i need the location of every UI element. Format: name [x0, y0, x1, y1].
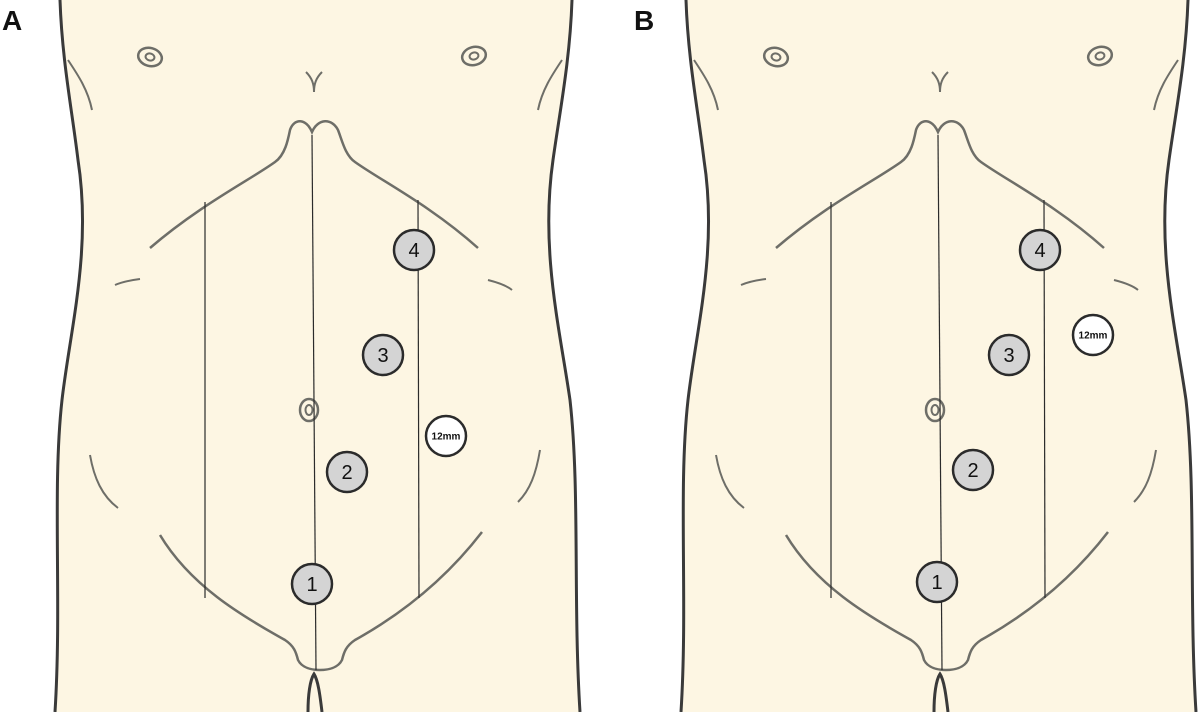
port-3-b: 3	[987, 333, 1031, 377]
iliac-right-b	[1133, 449, 1157, 503]
rib-left-b	[740, 278, 767, 286]
panel-a: A 4 3 2 1 12mm	[2, 0, 582, 712]
costal-margin-a	[149, 120, 479, 249]
port-3-a: 3	[361, 333, 405, 377]
iliac-left-b	[715, 454, 745, 509]
navel-b	[924, 397, 946, 423]
port-1-label-b: 1	[931, 572, 942, 594]
port-2-b: 2	[951, 448, 995, 492]
nipple-right-b	[1086, 45, 1114, 67]
iliac-right-a	[517, 449, 541, 503]
inguinal-left-a	[158, 531, 483, 672]
iliac-left-a	[89, 454, 119, 509]
panel-label-b: B	[634, 5, 654, 36]
leg-gap-b	[932, 671, 950, 712]
inguinal-b	[784, 531, 1109, 672]
panel-label-a: A	[2, 5, 22, 36]
port-12mm-b: 12mm	[1071, 313, 1115, 357]
armpit-left-a	[67, 59, 93, 111]
torso-a	[55, 0, 580, 712]
port-4-label-a: 4	[408, 240, 419, 262]
armpit-left-b	[693, 59, 719, 111]
navel-a	[298, 397, 320, 423]
port-2-a: 2	[325, 450, 369, 494]
armpit-right-b	[1153, 59, 1179, 111]
sternal-mark-a	[305, 71, 323, 93]
port-4-label-b: 4	[1034, 240, 1045, 262]
port-4-b: 4	[1018, 228, 1062, 272]
nipple-left-b	[762, 46, 790, 68]
port-12mm-a: 12mm	[424, 414, 468, 458]
rib-right-a	[487, 279, 513, 291]
torso-left-outline-b	[679, 0, 711, 712]
armpit-right-a	[537, 59, 563, 111]
port-3-label-a: 3	[377, 345, 388, 367]
torso-right-outline-b	[1163, 0, 1198, 712]
port-2-label-a: 2	[341, 462, 352, 484]
port-1-a: 1	[290, 562, 334, 606]
rib-left-a	[114, 278, 141, 286]
port-12mm-label-a: 12mm	[432, 432, 461, 443]
torso-b	[681, 0, 1196, 712]
costal-margin-b	[775, 120, 1105, 249]
port-4-a: 4	[392, 228, 436, 272]
port-2-label-b: 2	[967, 460, 978, 482]
nipple-right-a	[460, 45, 488, 67]
port-1-b: 1	[915, 560, 959, 604]
port-3-label-b: 3	[1003, 345, 1014, 367]
leg-gap-a	[306, 671, 324, 712]
panel-b: B 4 3 2 1 12mm	[634, 0, 1198, 712]
sternal-mark-b	[931, 71, 949, 93]
torso-right-outline-a	[547, 0, 582, 712]
rib-right-b	[1113, 279, 1139, 291]
port-1-label-a: 1	[306, 574, 317, 596]
nipple-left-a	[136, 46, 164, 68]
port-12mm-label-b: 12mm	[1079, 331, 1108, 342]
torso-left-outline-a	[53, 0, 85, 712]
